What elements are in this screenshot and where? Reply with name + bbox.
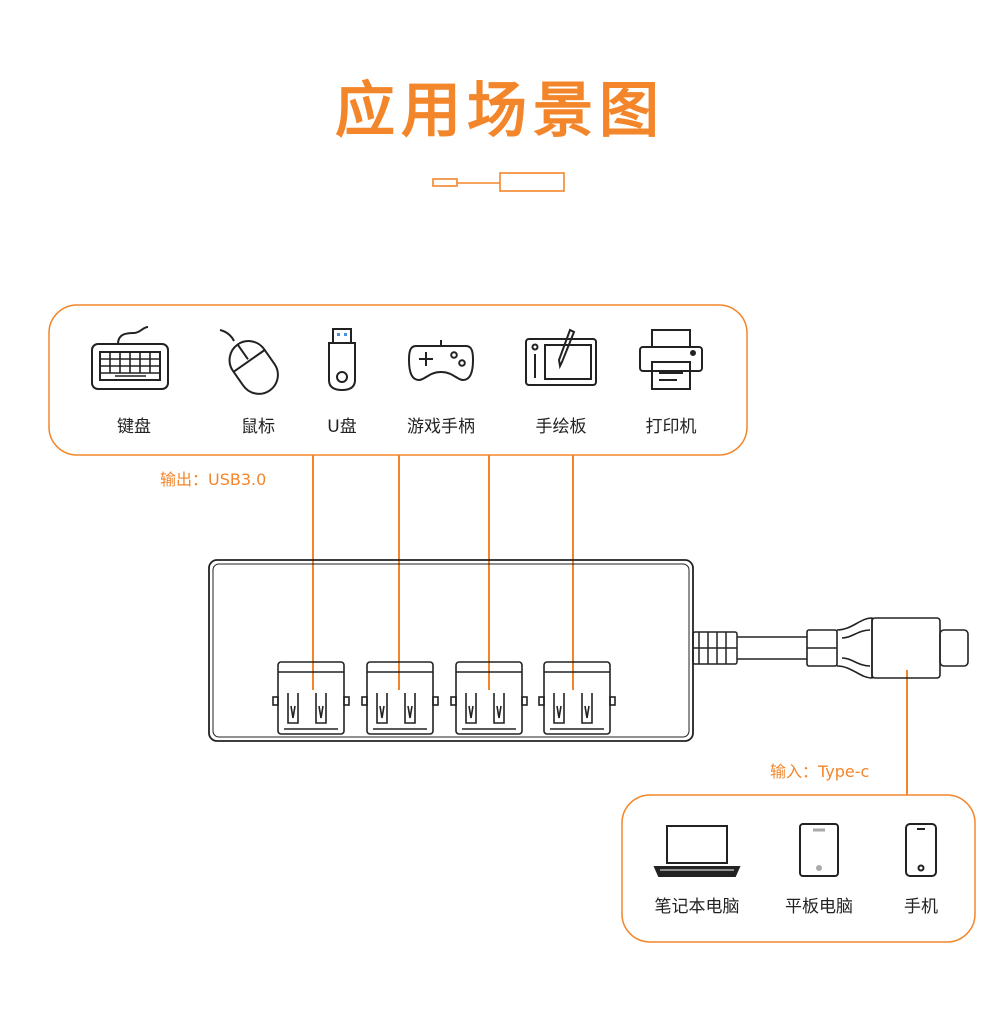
device-label-keyboard: 键盘 <box>117 417 151 437</box>
laptop-icon <box>653 825 741 877</box>
device-label-usb-drive: U盘 <box>327 417 357 437</box>
page-title: 应用场景图 <box>335 76 665 146</box>
printer-icon <box>639 329 703 390</box>
device-label-drawing-tablet: 手绘板 <box>535 417 587 437</box>
input-devices-panel <box>621 794 976 943</box>
device-label-printer: 打印机 <box>645 417 697 437</box>
keyboard-icon <box>91 326 169 390</box>
usb-port-4 <box>538 661 616 735</box>
device-label-phone: 手机 <box>904 897 938 917</box>
device-label-laptop: 笔记本电脑 <box>654 897 740 917</box>
input-label: 输入：Type-c <box>770 762 870 781</box>
mouse-icon <box>219 329 279 395</box>
cable-strain-relief <box>692 631 738 665</box>
usb-hub-device <box>208 559 969 742</box>
tablet-icon <box>799 823 839 877</box>
phone-icon <box>905 823 937 877</box>
gamepad-icon <box>407 340 475 382</box>
device-label-tablet: 平板电脑 <box>785 897 853 917</box>
usb-drive-icon <box>328 328 356 392</box>
device-label-gamepad: 游戏手柄 <box>407 417 475 437</box>
output-label: 输出：USB3.0 <box>160 470 267 489</box>
usb-port-3 <box>450 661 528 735</box>
usb-port-2 <box>361 661 439 735</box>
type-c-cable <box>737 617 969 679</box>
device-label-mouse: 鼠标 <box>241 417 275 437</box>
output-connector-lines <box>312 455 908 795</box>
drawing-tablet-icon <box>525 328 597 386</box>
usb-port-1 <box>272 661 350 735</box>
cable-decoration-icon <box>432 172 565 192</box>
